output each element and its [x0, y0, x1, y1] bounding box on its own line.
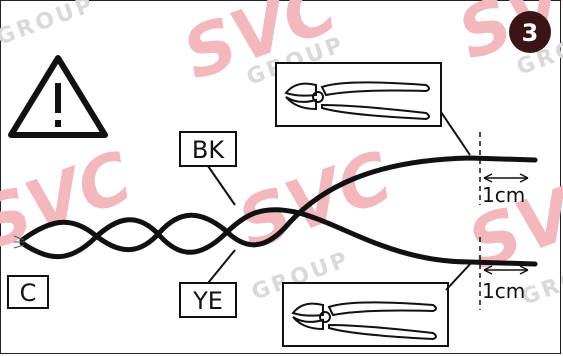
label-ye: YE: [179, 249, 237, 318]
cut-mark-bottom: [479, 237, 529, 310]
watermark-group: GROUP: [0, 0, 99, 51]
warning-icon: [8, 55, 108, 138]
cut-mark-top: [479, 132, 529, 205]
wire-end-strands: [13, 235, 25, 249]
label-c-text: C: [20, 279, 37, 307]
step-badge: 3: [509, 11, 551, 53]
label-c: C: [7, 275, 49, 309]
twisted-wires: [19, 155, 538, 267]
watermark-logo: SVC: [458, 156, 563, 286]
label-bk: BK: [179, 131, 237, 206]
wire-cutter-icon: [282, 261, 473, 347]
strip-length-top: 1cm: [482, 183, 525, 207]
strip-length-bottom: 1cm: [482, 279, 525, 303]
step-number: 3: [522, 19, 539, 47]
label-ye-text: YE: [192, 287, 223, 315]
wire-cutter-icon: [275, 62, 471, 156]
label-bk-text: BK: [192, 136, 225, 164]
